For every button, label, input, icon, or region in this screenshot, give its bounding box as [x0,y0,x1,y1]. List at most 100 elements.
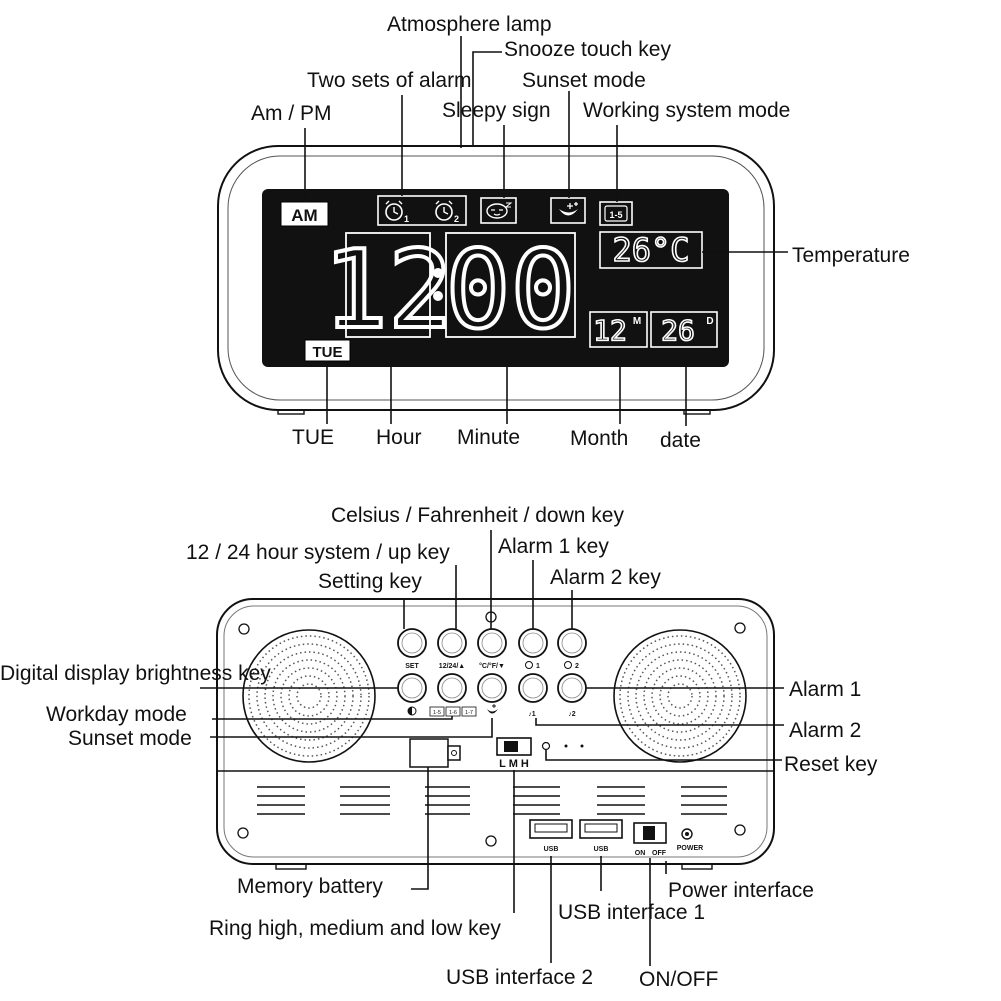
power-jack[interactable] [681,828,693,840]
label-brightness-key: Digital display brightness key [0,662,271,685]
speaker-right [613,629,747,763]
leader-workday-mode [212,716,453,720]
hour-system-up-button[interactable] [437,628,467,658]
colon-dot-bottom [433,291,443,301]
set-button-label: SET [405,663,419,670]
sunset-mode-button[interactable] [477,673,507,703]
sleepy-sign-box [480,197,517,224]
celsius-down-label: °C/°F/▼ [479,662,505,670]
power-jack-label: POWER [677,845,703,852]
clock-body-inner [227,155,765,401]
label-power-interface: Power interface [668,879,814,902]
alarm-clock-icon-1: 1 [385,200,409,224]
label-alarm1-key: Alarm 1 key [498,535,609,558]
label-alarm2-key: Alarm 2 key [550,566,661,589]
moon-stars-icon [559,202,578,216]
label-hour: Hour [376,426,422,449]
alarm1-button-label: 1 [536,663,540,670]
label-alarm1: Alarm 1 [789,678,861,701]
label-working-system-mode: Working system mode [583,99,790,122]
set-button[interactable] [397,628,427,658]
date-digits: 26 [661,314,695,347]
ring-volume-levels: L M H [499,758,529,770]
usb-port-left[interactable] [529,819,573,839]
workday-mode-badges: 1-5 1-6 1-7 [429,706,477,717]
screw-bottom-mid [485,835,497,847]
sleepy-face-icon [486,202,513,219]
label-tue: TUE [292,426,334,449]
svg-text:1-6: 1-6 [449,710,457,716]
alarm-clock-icon-2: 2 [435,200,459,224]
switch-off-label: OFF [652,850,667,857]
alarm2-button-label: 2 [575,663,579,670]
label-setting-key: Setting key [318,570,422,593]
ring-volume-switch[interactable] [496,737,532,756]
screw-top-left [238,623,250,635]
month-display [589,311,648,348]
screws [237,611,746,847]
workday-mode-badge [599,201,633,226]
reset-key[interactable] [541,741,551,751]
temperature-display [599,231,703,269]
ring-alarm2-button[interactable] [557,673,587,703]
label-hour-system-key: 12 / 24 hour system / up key [186,541,450,564]
temperature-value: 26°C [612,231,689,269]
indicator-dot-1 [564,744,568,748]
label-two-sets-of-alarm: Two sets of alarm [307,69,472,92]
hour-system-up-label: 12/24/▲ [439,663,465,670]
power-switch[interactable] [633,822,667,844]
month-mark: M [633,316,641,327]
workday-mode-button[interactable] [437,673,467,703]
front-view: AM 1 2 1-5 [217,13,910,452]
leader-sunset-mode-back [210,718,493,738]
leader-alarm2 [535,718,784,726]
alarm2-button[interactable] [557,628,587,658]
celsius-down-button[interactable] [477,628,507,658]
minute-display [445,232,576,338]
back-view: SET 12/24/▲ °C/°F/▼ 1 2 [0,504,878,991]
brightness-button[interactable] [397,673,427,703]
label-date: date [660,429,701,452]
memory-battery-cover [409,738,461,768]
am-badge [280,201,329,227]
label-am-pm: Am / PM [251,102,332,125]
sunset-mode-box [550,197,586,224]
label-month: Month [570,427,628,450]
hour-display [345,232,431,338]
sunset-moon-icon [487,704,498,714]
leader-snooze-touch-key [472,51,502,146]
brightness-icon [407,706,417,716]
label-sleepy-sign: Sleepy sign [442,99,551,122]
screw-top-right [734,622,746,634]
label-usb-interface-1: USB interface 1 [558,901,705,924]
label-memory-battery: Memory battery [237,875,383,898]
hour-digits: 12 [323,228,453,353]
day-badge-text: TUE [313,344,343,361]
month-digits: 12 [593,314,627,347]
workday-mode-text: 1-5 [609,210,622,220]
date-display [650,311,718,348]
label-atmosphere-lamp: Atmosphere lamp [387,13,552,36]
svg-text:1-5: 1-5 [433,710,441,716]
label-sunset-mode-back: Sunset mode [68,727,192,750]
usb-port-right[interactable] [579,819,623,839]
indicator-dot-2 [580,744,584,748]
alarm1-button-alarm-icon [525,661,533,669]
alarm1-button[interactable] [518,628,548,658]
label-usb-interface-2: USB interface 2 [446,966,593,989]
screw-bottom-right [734,824,746,836]
label-on-off: ON/OFF [639,968,718,991]
switch-on-label: ON [635,850,646,857]
screw-bottom-left [237,827,249,839]
speaker-left [242,629,376,763]
label-celsius-key: Celsius / Fahrenheit / down key [331,504,624,527]
usb-left-label: USB [544,846,559,853]
alarm2-button-alarm-icon [564,661,572,669]
colon-dot-top [433,268,443,278]
svg-text:1-7: 1-7 [465,710,473,716]
label-snooze-touch-key: Snooze touch key [504,38,671,61]
ring-alarm1-label: ♪1 [528,711,536,718]
ring-alarm1-button[interactable] [518,673,548,703]
alarm-icons-box [377,195,467,226]
